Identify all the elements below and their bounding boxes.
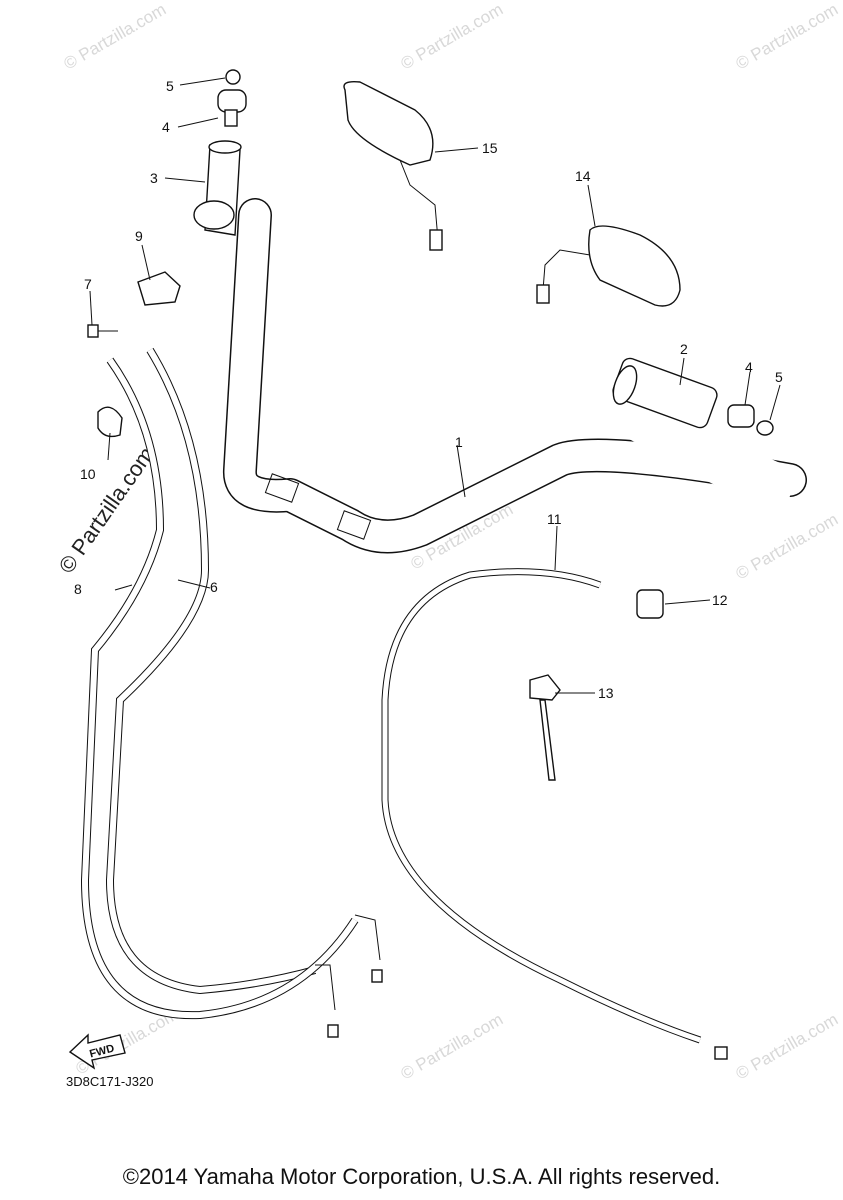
part-label: 8 [74,581,82,597]
part-label: 12 [712,592,728,608]
watermark: © Partzilla.com [733,510,842,584]
part-label: 3 [150,170,158,186]
watermark: © Partzilla.com [398,0,507,73]
part-label: 4 [162,119,170,135]
part-label: 14 [575,168,591,184]
bolt-7 [87,324,118,338]
mirror-right [343,80,443,251]
watermark: © Partzilla.com [61,0,170,73]
grip-right [193,140,242,236]
watermark-main: © Partzilla.com [54,442,160,578]
part-label: 4 [745,359,753,375]
leader-lines [89,77,781,694]
part-label: 2 [680,341,688,357]
throttle-cables [80,347,383,1038]
part-label: 6 [210,579,218,595]
watermark-layer: © Partzilla.com © Partzilla.com © Partzi… [54,0,842,1083]
cable-adjuster-12 [636,589,664,619]
cable-holder-9 [137,271,181,306]
clutch-cable [381,568,728,1060]
diagram-reference-code: 3D8C171-J320 [66,1074,154,1089]
forward-direction-arrow: FWD [68,1033,126,1070]
part-label: 10 [80,466,96,482]
mirror-left [536,225,681,307]
part-label: 5 [166,78,174,94]
part-label: 1 [455,434,463,450]
cable-clamp-10 [97,406,123,438]
grip-left [575,357,800,520]
watermark: © Partzilla.com [733,0,842,73]
grip-end-weight-left [727,404,774,436]
copyright-notice: ©2014 Yamaha Motor Corporation, U.S.A. A… [122,1164,721,1189]
part-label: 15 [482,140,498,156]
part-label: 13 [598,685,614,701]
handlebar [223,198,807,554]
watermark: © Partzilla.com [398,1010,507,1084]
part-labels: 1 2 3 4 4 5 5 6 7 8 9 10 11 12 13 14 15 [74,78,783,701]
cable-tie-13 [529,674,561,781]
part-label: 11 [547,511,562,527]
part-label: 9 [135,228,143,244]
watermark: © Partzilla.com [733,1010,842,1084]
part-label: 7 [84,276,92,292]
grip-end-weight-right [217,69,247,127]
part-label: 5 [775,369,783,385]
